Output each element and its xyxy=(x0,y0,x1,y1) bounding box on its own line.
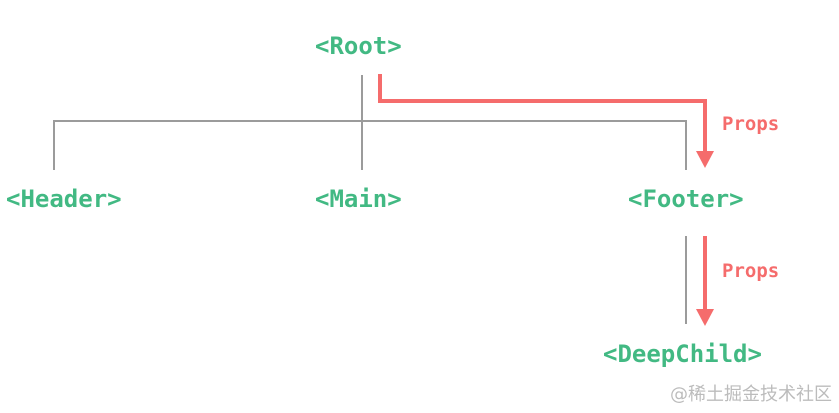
props-arrow-1-segment-across xyxy=(378,99,707,103)
node-root: <Root> xyxy=(315,32,402,60)
props-arrow-2-segment-drop xyxy=(703,236,707,311)
arrow-head-down-icon xyxy=(696,151,714,168)
props-arrow-1-segment-drop xyxy=(703,99,707,153)
tree-line-footer-vertical xyxy=(685,120,687,170)
props-label-1: Props xyxy=(722,113,780,135)
node-deep-child: <DeepChild> xyxy=(603,340,762,368)
watermark-text: @稀土掘金技术社区 xyxy=(670,384,832,405)
tree-line-footer-to-deepchild-vertical xyxy=(685,236,687,324)
node-main: <Main> xyxy=(315,185,402,213)
props-arrow-1-segment-down xyxy=(378,74,382,103)
node-header: <Header> xyxy=(6,185,122,213)
props-label-2: Props xyxy=(722,260,780,282)
arrow-head-down-icon xyxy=(696,309,714,326)
tree-line-header-vertical xyxy=(53,120,55,170)
node-footer: <Footer> xyxy=(628,185,744,213)
tree-line-branch-horizontal xyxy=(53,120,687,122)
tree-line-root-vertical xyxy=(361,75,363,170)
